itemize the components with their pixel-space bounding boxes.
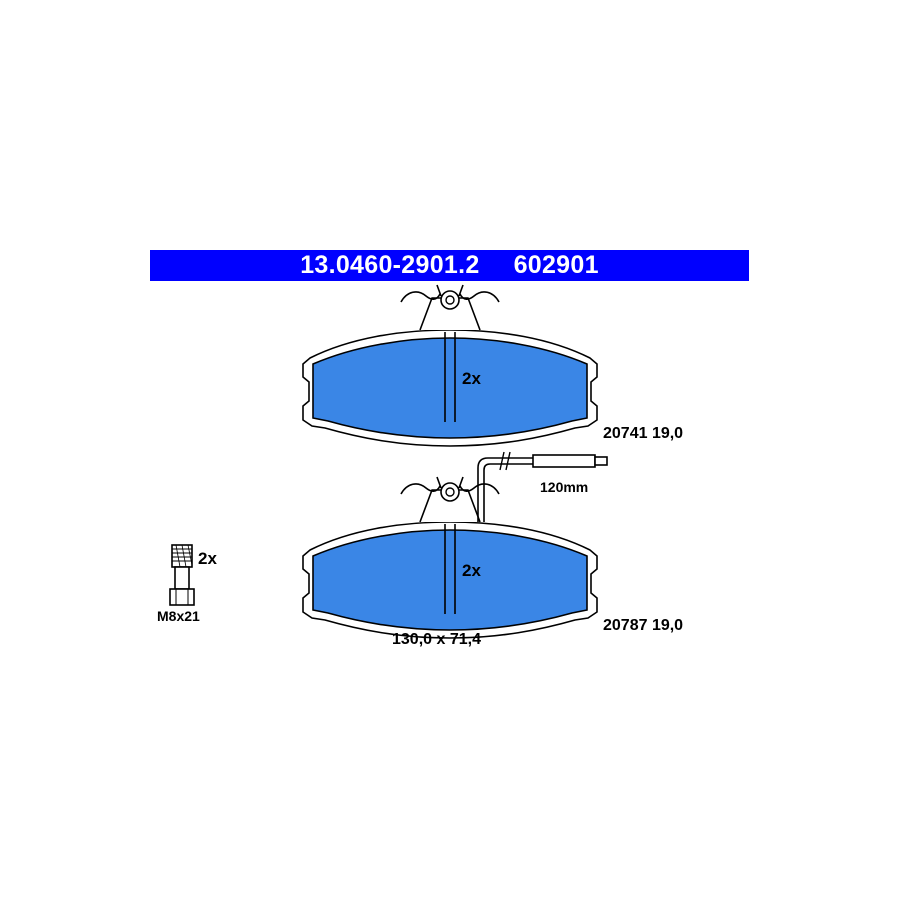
lower-brake-pad: [302, 476, 598, 639]
bolt-size: M8x21: [157, 608, 200, 624]
sensor-length: 120mm: [540, 479, 589, 495]
header-banner: [150, 250, 749, 281]
header-text: 13.0460-2901.2 602901: [150, 250, 749, 281]
upper-pad-quantity: 2x: [462, 369, 481, 388]
bolt-quantity: 2x: [198, 549, 217, 568]
bolt-icon: [169, 544, 195, 606]
wear-sensor: [477, 451, 608, 522]
pad-dimensions: 130,0 x 71,4: [392, 631, 481, 648]
lower-pad-code: 20787 19,0: [603, 617, 684, 634]
lower-pad-quantity: 2x: [462, 561, 481, 580]
upper-brake-pad: [302, 284, 598, 447]
upper-pad-code: 20741 19,0: [603, 425, 684, 442]
part-number: 13.0460-2901.2: [300, 251, 480, 279]
reference-number: 602901: [513, 251, 599, 279]
